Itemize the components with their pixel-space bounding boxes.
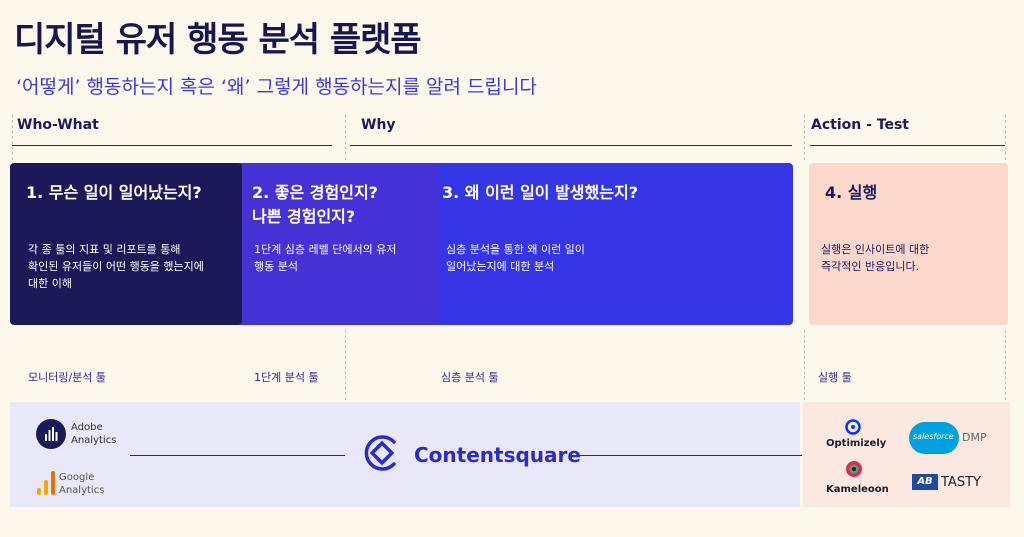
- action-tools-band: [803, 402, 1010, 507]
- divider-dashed: [12, 115, 13, 160]
- tool-label-monitoring: 모니터링/분석 툴: [28, 371, 107, 384]
- page-title: 디지털 유저 행동 분석 플랫폼: [14, 20, 422, 60]
- card-action: 4. 실행 실행은 인사이트에 대한 즉각적인 반응입니다.: [809, 163, 1008, 325]
- divider-dashed: [1005, 115, 1006, 160]
- salesforce-logo-text: salesforce: [913, 432, 954, 441]
- abtasty-ab-mark: AB: [912, 474, 938, 490]
- tool-label-action: 실행 툴: [818, 371, 852, 384]
- divider-dashed: [804, 330, 805, 400]
- card-title: 1. 무슨 일이 일어났는지?: [26, 183, 202, 202]
- section-label-action-test: Action - Test: [811, 117, 909, 133]
- divider-dashed: [345, 115, 346, 160]
- tool-label-deep: 심층 분석 툴: [441, 371, 499, 384]
- divider-dashed: [1005, 330, 1006, 400]
- section-label-who-what: Who-What: [17, 117, 99, 133]
- optimizely-logo-text: Optimizely: [826, 438, 887, 449]
- card-description: 1단계 심층 레벨 단에서의 유저 행동 분석: [254, 243, 397, 273]
- card-what-happened: 1. 무슨 일이 일어났는지? 각 종 툴의 지표 및 리포트를 통해 확인된 …: [10, 163, 242, 325]
- contentsquare-logo-text: Contentsquare: [414, 443, 581, 467]
- section-line-why: [350, 145, 792, 146]
- connector-line: [130, 455, 345, 456]
- abtasty-logo-text: TASTY: [941, 475, 981, 490]
- card-description: 각 종 툴의 지표 및 리포트를 통해 확인된 유저들이 어떤 행동을 했는지에…: [28, 243, 204, 290]
- google-analytics-icon: [36, 470, 56, 496]
- kameleoon-icon: [845, 460, 863, 478]
- connector-line: [576, 455, 802, 456]
- card-description: 심층 분석을 통한 왜 이런 일이 일어났는지에 대한 분석: [446, 243, 585, 273]
- card-why-happened: 3. 왜 이런 일이 발생했는지? 심층 분석을 통한 왜 이런 일이 일어났는…: [428, 163, 793, 325]
- card-good-or-bad: 2. 좋은 경험인지? 나쁜 경험인지? 1단계 심층 레벨 단에서의 유저 행…: [236, 163, 438, 325]
- section-line-action: [810, 145, 1005, 146]
- section-line-who-what: [12, 145, 332, 146]
- google-analytics-logo-text: Google Analytics: [59, 472, 105, 496]
- card-title: 4. 실행: [825, 183, 878, 202]
- page-subtitle: ‘어떻게’ 행동하는지 혹은 ‘왜’ 그렇게 행동하는지를 알려 드립니다: [16, 76, 537, 98]
- salesforce-cloud-icon: salesforce: [909, 422, 959, 454]
- divider-dashed: [804, 115, 805, 160]
- card-description: 실행은 인사이트에 대한 즉각적인 반응입니다.: [821, 243, 930, 273]
- card-title: 3. 왜 이런 일이 발생했는지?: [442, 183, 638, 202]
- contentsquare-icon: [361, 432, 403, 474]
- adobe-analytics-logo-text: Adobe Analytics: [71, 422, 117, 446]
- card-title: 2. 좋은 경험인지? 나쁜 경험인지?: [252, 183, 378, 226]
- salesforce-dmp-text: DMP: [962, 431, 987, 444]
- adobe-analytics-icon: [36, 419, 66, 449]
- kameleoon-logo-text: Kameleoon: [826, 484, 889, 495]
- section-label-why: Why: [361, 117, 396, 133]
- tools-band: [10, 402, 800, 507]
- divider-dashed: [345, 330, 346, 400]
- optimizely-icon: [844, 418, 862, 436]
- tool-label-first-stage: 1단계 분석 툴: [254, 371, 319, 384]
